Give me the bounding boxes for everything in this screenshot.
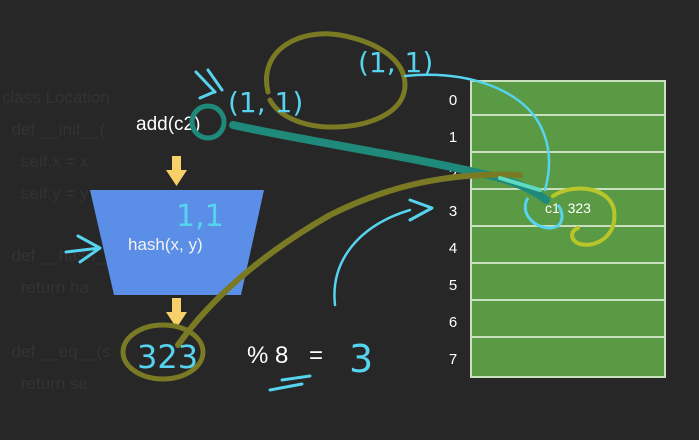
handwritten-mod-result: 3: [349, 337, 373, 381]
slot-index-7: 7: [448, 351, 458, 368]
code-line: return ha: [2, 278, 89, 297]
handwritten-hash-input: 1,1: [176, 199, 224, 234]
cyan-arrow-to-index: [333, 208, 412, 307]
down-arrow-to-result: [166, 298, 187, 328]
slot-index-5: 5: [448, 277, 458, 294]
cyan-arrowhead-index: [408, 198, 434, 222]
table-slot-3: c1, 323: [472, 191, 664, 227]
handwritten-coord-a: (1, 1): [228, 86, 303, 119]
cyan-arrow-to-hash: [64, 234, 102, 264]
teal-circle-argument: [189, 103, 227, 141]
code-line: def __init__(: [2, 120, 106, 139]
cyan-marker-above-call: [194, 68, 224, 100]
code-line: def __eq__(s: [2, 342, 111, 361]
code-line: self.x = x: [2, 152, 89, 171]
table-slot-4: [472, 228, 664, 264]
code-line: self.y = y: [2, 184, 89, 203]
teal-arrowhead-slot: [498, 176, 542, 192]
teal-stroke-to-slot: [229, 121, 550, 204]
slot-index-3: 3: [448, 203, 458, 220]
table-slot-0: [472, 80, 664, 116]
modulo-label: % 8: [247, 342, 289, 369]
add-call-label: add(c2): [136, 114, 201, 135]
slot-index-4: 4: [448, 240, 458, 257]
handwritten-hash-value: 323: [137, 338, 198, 376]
yellow-green-circle-slot: [551, 186, 617, 247]
hash-table: [470, 80, 666, 378]
table-slot-6: [472, 302, 664, 338]
code-line: return se: [2, 374, 88, 393]
olive-stroke-from-result: [175, 171, 523, 348]
occupied-slot-entry: c1, 323: [545, 200, 591, 216]
equals-sign: =: [309, 342, 324, 369]
code-line: class Location: [2, 88, 110, 107]
code-line: def __hash__(: [2, 246, 121, 265]
cyan-underline-modulo: [268, 374, 312, 392]
slot-index-1: 1: [448, 129, 458, 146]
hash-funnel: [90, 190, 264, 295]
slot-index-0: 0: [448, 92, 458, 109]
down-arrow-to-hash: [166, 156, 187, 186]
cyan-curve-to-slot: [403, 73, 551, 192]
cyan-circle-slot: [523, 197, 564, 230]
hash-function-label: hash(x, y): [128, 235, 203, 254]
handwritten-coord-b: (1, 1): [358, 46, 433, 79]
slot-index-6: 6: [448, 314, 458, 331]
table-slot-5: [472, 265, 664, 301]
table-slot-1: [472, 117, 664, 153]
olive-circle-result: [120, 322, 206, 382]
olive-loop-top: [264, 31, 408, 130]
